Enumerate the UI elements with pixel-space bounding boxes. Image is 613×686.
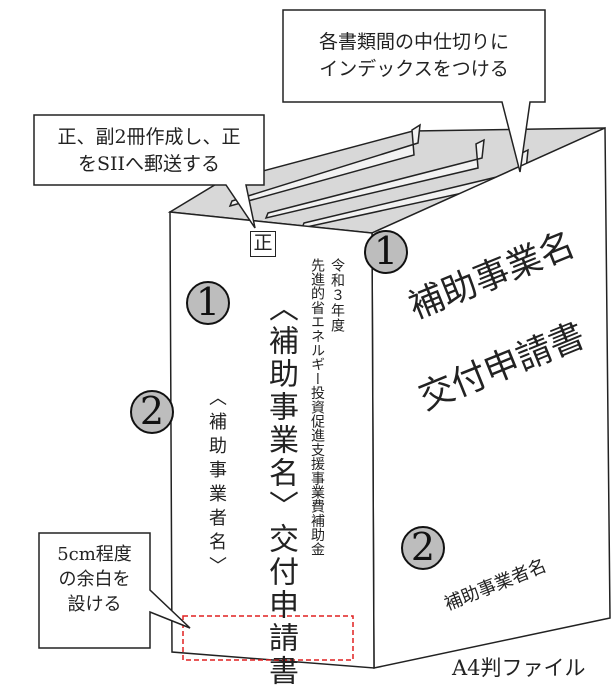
- callout-copies-line1: 正、副2冊作成し、正: [57, 126, 241, 148]
- cover-marker-1: 1: [364, 230, 408, 274]
- original-stamp: 正: [250, 231, 276, 257]
- spine-marker-2: 2: [130, 390, 174, 434]
- spine-program-line1: 令和３年度: [329, 258, 345, 333]
- callout-tabs-line2: インデックスをつける: [319, 58, 509, 80]
- callout-margin: 5cm程度 の余白を 設ける: [39, 542, 150, 617]
- spine-marker-1: 1: [186, 281, 230, 325]
- margin-box: [182, 615, 354, 661]
- callout-tabs-line1: 各書類間の中仕切りに: [318, 31, 509, 53]
- index-divider-2: [264, 138, 485, 220]
- callout-copies-shape: [33, 114, 265, 229]
- callout-tabs: 各書類間の中仕切りに インデックスをつける: [283, 29, 545, 83]
- callout-copies: 正、副2冊作成し、正 をSIIへ郵送する: [34, 124, 264, 178]
- callout-tabs-shape: [282, 9, 546, 173]
- callout-copies-line2: をSIIへ郵送する: [77, 153, 221, 175]
- callout-margin-line2: の余白を: [58, 569, 131, 590]
- binder-spine: [169, 211, 375, 669]
- spine-applicant: 〈補助事業者名〉: [206, 388, 227, 580]
- spine-program-line2: 先進的省エネルギー投資促進支援事業費補助金: [309, 258, 325, 557]
- cover-marker-2: 2: [401, 526, 445, 570]
- file-caption: A4判ファイル: [452, 656, 586, 680]
- callout-margin-shape: [38, 532, 191, 649]
- spine-title: 〈補助事業名〉交付申請書: [263, 292, 298, 686]
- callout-margin-line3: 設ける: [67, 594, 122, 615]
- callout-margin-line1: 5cm程度: [57, 544, 132, 565]
